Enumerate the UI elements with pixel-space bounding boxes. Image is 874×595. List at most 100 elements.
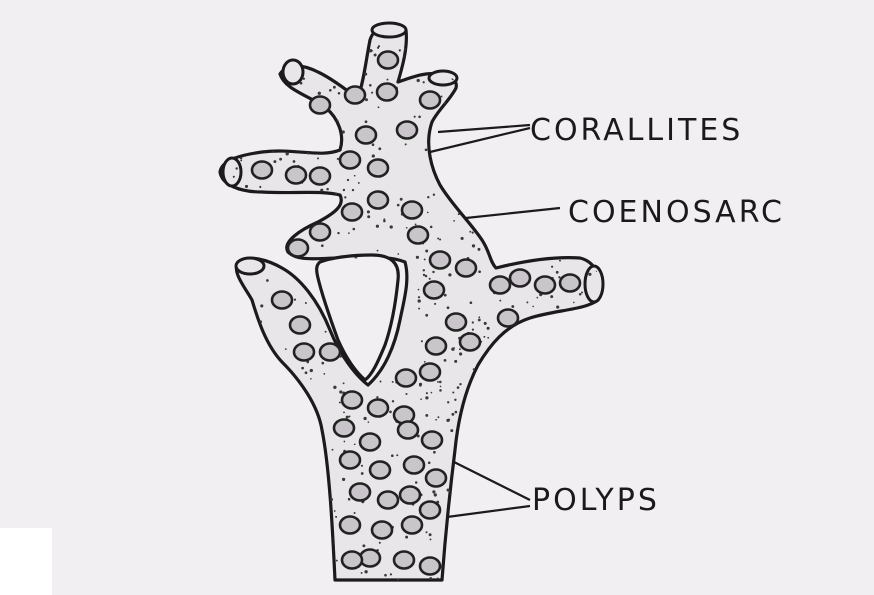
stipple-dot xyxy=(346,416,349,419)
stipple-dot xyxy=(364,73,367,76)
stipple-dot xyxy=(310,369,313,372)
stipple-dot xyxy=(430,226,433,229)
stipple-dot xyxy=(399,49,401,51)
polyp xyxy=(342,392,362,409)
stipple-dot xyxy=(459,348,461,350)
polyp xyxy=(377,84,397,101)
stipple-dot xyxy=(406,227,408,229)
stipple-dot xyxy=(336,197,338,199)
stipple-dot xyxy=(473,368,475,370)
stipple-dot xyxy=(407,73,409,75)
stipple-dot xyxy=(432,140,434,142)
corallite-tip xyxy=(429,71,457,85)
polyp xyxy=(370,462,390,479)
stipple-dot xyxy=(466,412,468,414)
polyp xyxy=(420,502,440,519)
stipple-dot xyxy=(432,271,434,273)
stipple-dot xyxy=(567,313,570,316)
polyp xyxy=(378,52,398,69)
stipple-dot xyxy=(337,158,339,160)
stipple-dot xyxy=(391,454,394,457)
stipple-dot xyxy=(399,265,402,268)
polyp xyxy=(372,522,392,539)
stipple-dot xyxy=(310,378,312,380)
stipple-dot xyxy=(426,531,428,533)
stipple-dot xyxy=(429,278,431,280)
polyps-leader-line xyxy=(447,506,530,517)
stipple-dot xyxy=(260,304,263,307)
stipple-dot xyxy=(332,449,334,451)
label-corallites: CORALLITES xyxy=(530,113,743,148)
stipple-dot xyxy=(321,362,324,365)
stipple-dot xyxy=(374,53,377,56)
stipple-dot xyxy=(487,327,490,330)
polyp xyxy=(498,310,518,327)
stipple-dot xyxy=(305,371,308,374)
polyp xyxy=(320,344,340,361)
polyp xyxy=(342,204,362,221)
stipple-dot xyxy=(305,302,307,304)
polyp xyxy=(342,552,362,569)
polyp xyxy=(408,227,428,244)
stipple-dot xyxy=(316,199,318,201)
stipple-dot xyxy=(588,273,591,276)
stipple-dot xyxy=(361,465,363,467)
stipple-dot xyxy=(392,400,394,402)
stipple-dot xyxy=(573,302,575,304)
stipple-dot xyxy=(540,328,542,330)
stipple-dot xyxy=(432,59,434,61)
stipple-dot xyxy=(433,194,435,196)
stipple-dot xyxy=(262,340,264,342)
polyp xyxy=(424,282,444,299)
stipple-dot xyxy=(279,158,282,161)
stipple-dot xyxy=(549,315,552,318)
polyp xyxy=(252,162,272,179)
stipple-dot xyxy=(352,189,354,191)
stipple-dot xyxy=(378,106,380,108)
stipple-dot xyxy=(450,529,453,532)
stipple-dot xyxy=(416,70,419,73)
stipple-dot xyxy=(499,300,501,302)
stipple-dot xyxy=(335,516,337,518)
stipple-dot xyxy=(437,416,439,418)
stipple-dot xyxy=(371,92,373,94)
stipple-dot xyxy=(488,366,491,369)
stipple-dot xyxy=(343,382,345,384)
stipple-dot xyxy=(339,402,341,404)
stipple-dot xyxy=(455,554,457,556)
stipple-dot xyxy=(318,147,321,150)
stipple-dot xyxy=(233,176,235,178)
stipple-dot xyxy=(290,233,292,235)
polyp xyxy=(350,484,370,501)
stipple-dot xyxy=(452,391,454,393)
stipple-dot xyxy=(420,398,422,400)
stipple-dot xyxy=(457,115,460,118)
polyp xyxy=(490,277,510,294)
stipple-dot xyxy=(439,381,442,384)
stipple-dot xyxy=(468,396,471,399)
stipple-dot xyxy=(416,256,419,259)
stipple-dot xyxy=(240,157,242,159)
stipple-dot xyxy=(486,363,488,365)
stipple-dot xyxy=(426,392,428,394)
polyp xyxy=(368,160,388,177)
stipple-dot xyxy=(429,577,432,580)
stipple-dot xyxy=(358,182,360,184)
stipple-dot xyxy=(451,413,454,416)
stipple-dot xyxy=(286,152,289,155)
stipple-dot xyxy=(449,575,451,577)
label-coenosarc: COENOSARC xyxy=(568,195,785,230)
stipple-dot xyxy=(380,381,382,383)
stipple-dot xyxy=(325,331,327,333)
stipple-dot xyxy=(459,383,461,385)
stipple-dot xyxy=(418,296,420,298)
stipple-dot xyxy=(273,160,276,163)
stipple-dot xyxy=(469,231,471,233)
polyp xyxy=(510,270,530,287)
stipple-dot xyxy=(343,411,345,413)
stipple-dot xyxy=(347,179,349,181)
stipple-dot xyxy=(369,84,372,87)
stipple-dot xyxy=(405,393,407,395)
stipple-dot xyxy=(472,321,474,323)
